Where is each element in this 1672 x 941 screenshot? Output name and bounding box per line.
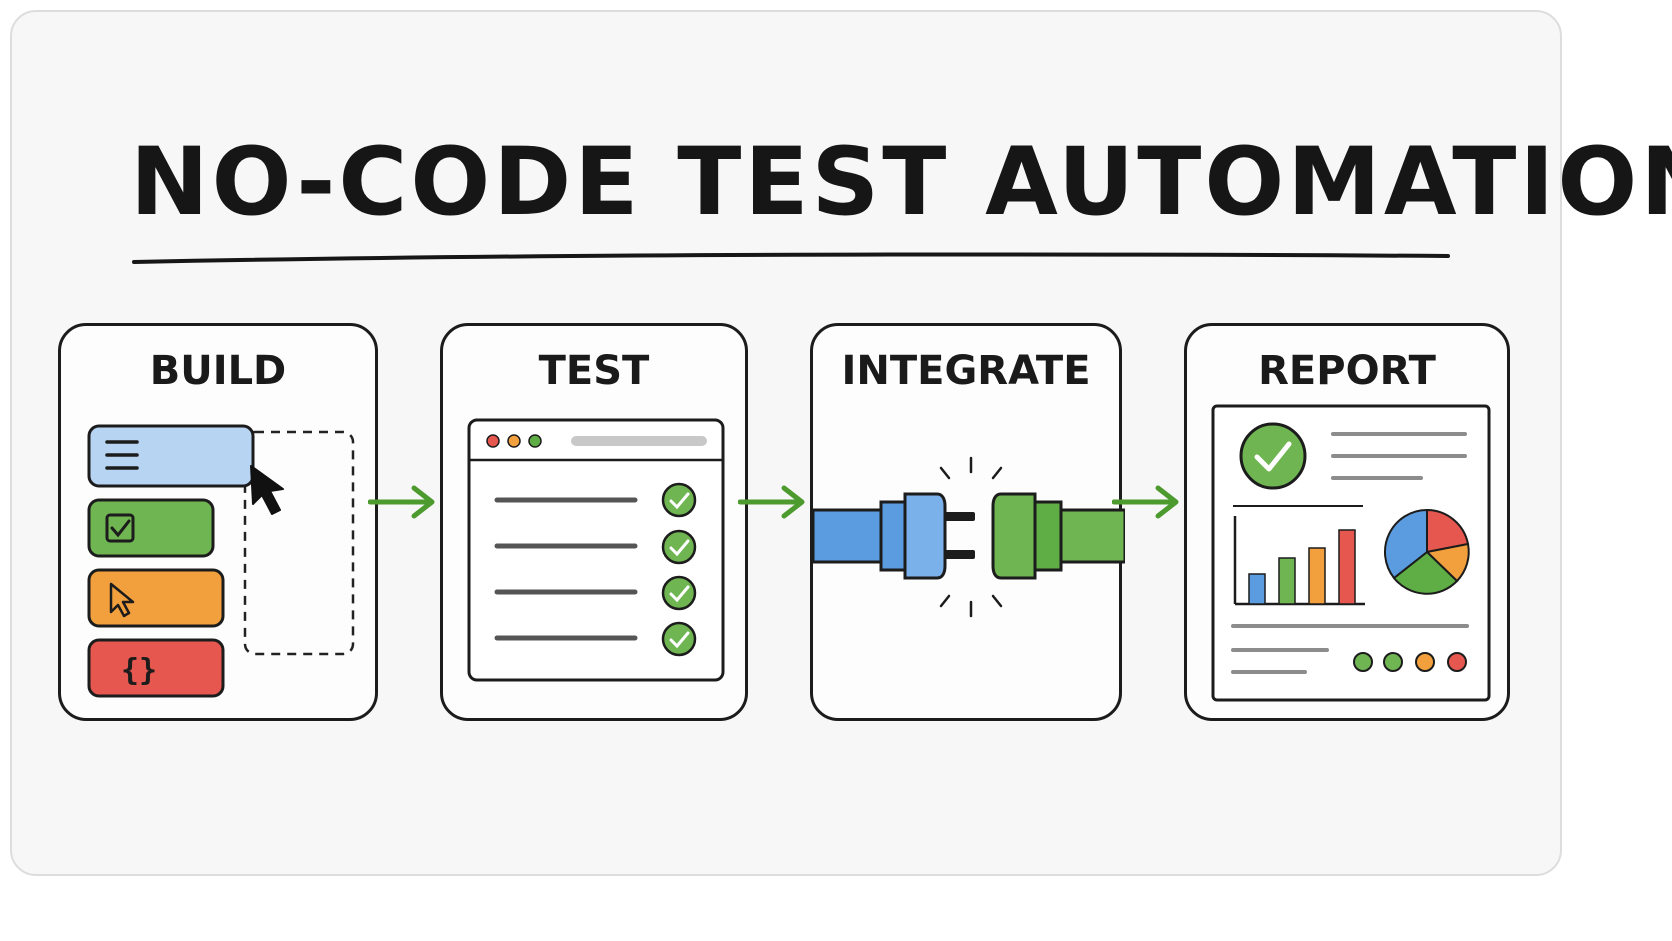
step-build-label: BUILD [149, 348, 287, 394]
title-underline [132, 252, 1450, 264]
step-test-panel: TEST [440, 323, 748, 721]
step-test-label: TEST [538, 348, 650, 394]
svg-text:{}: {} [121, 653, 157, 688]
step-build-panel: BUILD {} [58, 323, 378, 721]
diagram-title: NO-CODE TEST AUTOMATION [130, 128, 1672, 237]
bar-chart-icon [1233, 516, 1365, 606]
flow-arrow-3 [1112, 485, 1179, 519]
check-circle-icon [494, 482, 697, 657]
step-report-panel: REPORT [1184, 323, 1510, 721]
checkbox-icon [87, 498, 215, 558]
report-illustration [1211, 404, 1491, 702]
plug-illustration [813, 456, 1125, 618]
check-circle-icon [1239, 422, 1307, 490]
menu-lines-icon [87, 424, 255, 488]
curly-braces-icon: {} [87, 638, 225, 698]
build-illustration: {} [87, 424, 355, 698]
plug-icon [813, 492, 975, 580]
flow-arrow-2 [738, 485, 805, 519]
mouse-pointer-icon [250, 465, 284, 515]
step-integrate-label: INTEGRATE [841, 348, 1091, 394]
browser-window-icon [467, 418, 725, 682]
socket-icon [991, 492, 1125, 580]
status-dots-icon [1353, 652, 1467, 672]
flow-arrow-1 [368, 485, 435, 519]
cursor-icon [87, 568, 225, 628]
step-report-label: REPORT [1258, 348, 1436, 394]
pie-chart-icon [1384, 508, 1470, 595]
step-integrate-panel: INTEGRATE [810, 323, 1125, 721]
